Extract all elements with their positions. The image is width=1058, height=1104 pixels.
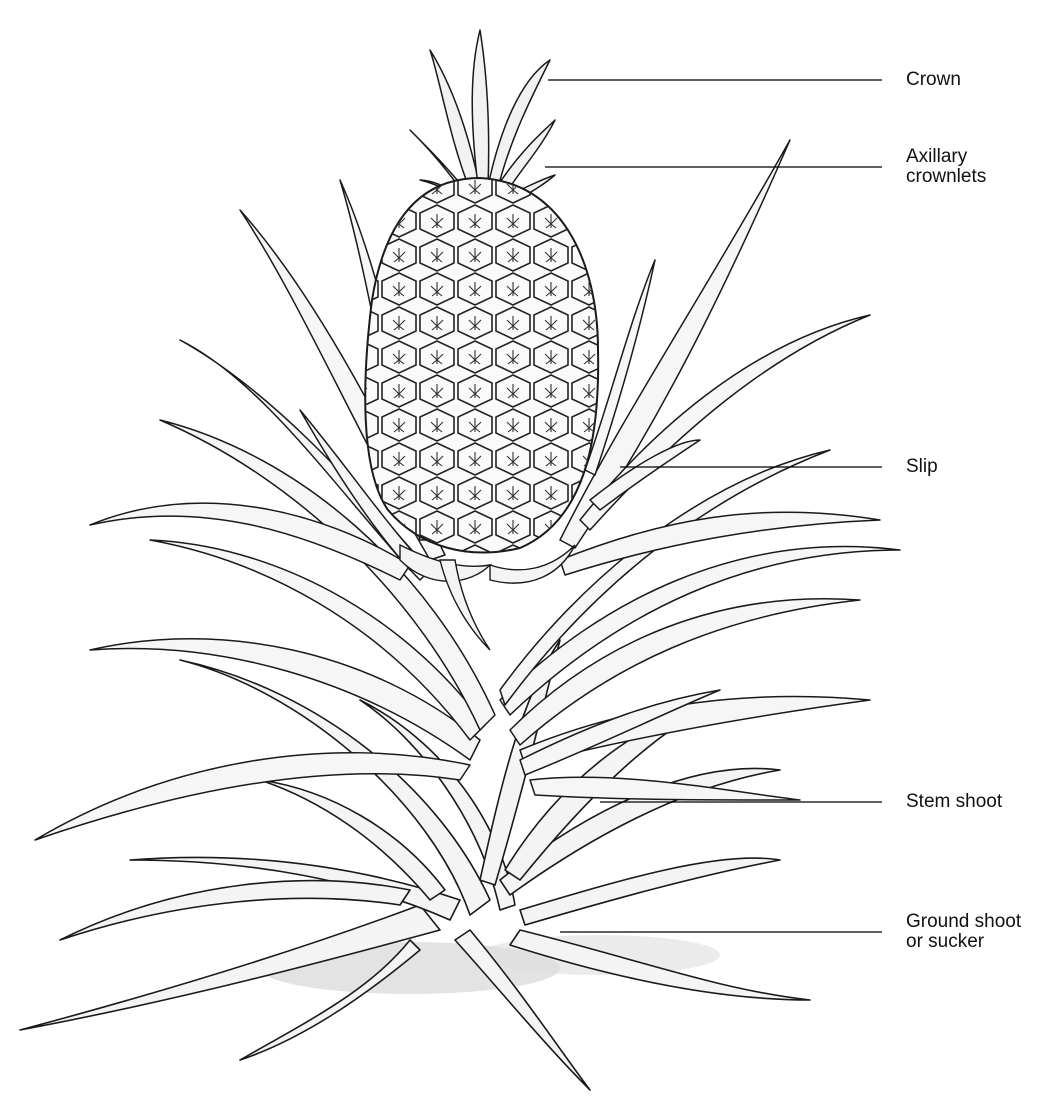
label-axillary-line-1: Axillary [906, 147, 986, 167]
label-slip: Slip [906, 457, 938, 477]
fruit [360, 175, 605, 555]
label-axillary-crownlets: Axillary crownlets [906, 147, 986, 187]
label-ground-shoot: Ground shoot or sucker [906, 912, 1021, 952]
label-stem-shoot: Stem shoot [906, 792, 1002, 812]
label-crown: Crown [906, 70, 961, 90]
label-ground-line-2: or sucker [906, 932, 1021, 952]
label-axillary-line-2: crownlets [906, 167, 986, 187]
label-slip-text: Slip [906, 457, 938, 477]
label-ground-line-1: Ground shoot [906, 912, 1021, 932]
label-stem-shoot-text: Stem shoot [906, 792, 1002, 812]
label-crown-text: Crown [906, 70, 961, 90]
